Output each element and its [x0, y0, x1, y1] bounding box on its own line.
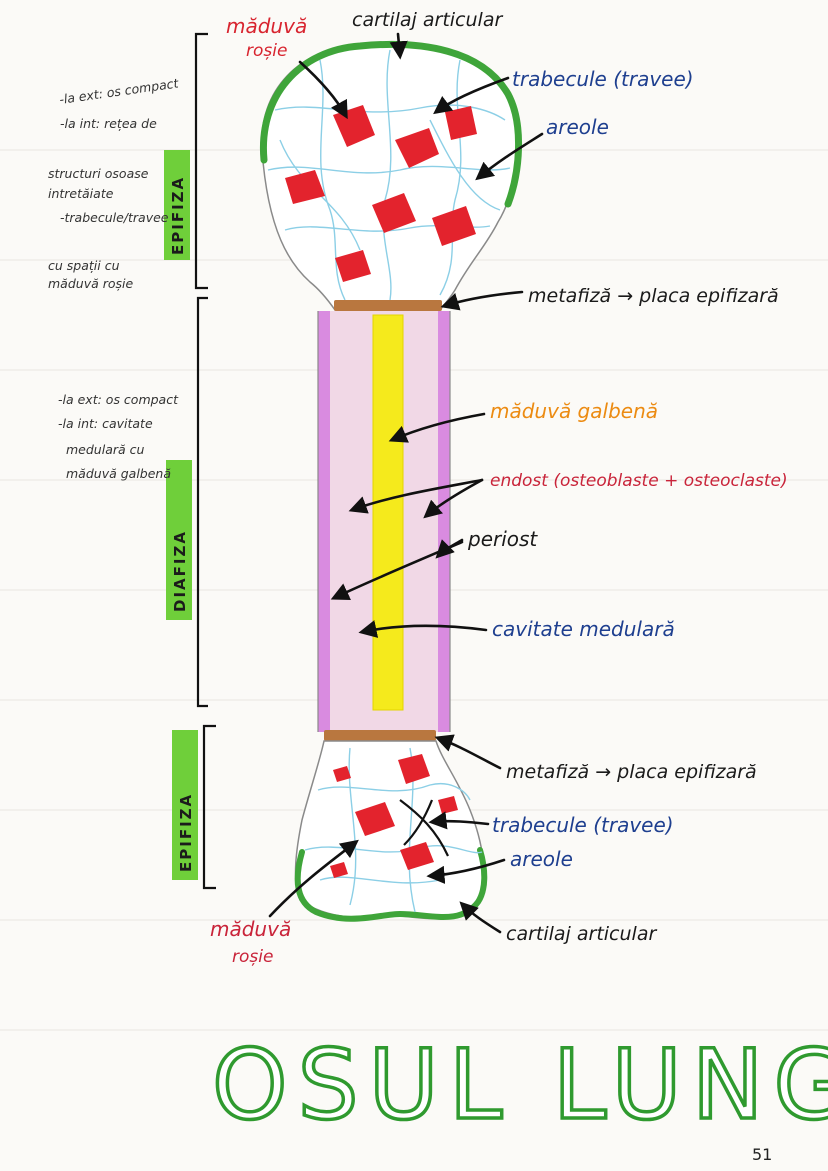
label-areole-top: areole	[546, 115, 609, 139]
top-cartilage	[259, 40, 523, 208]
label-cartilage-top: cartilaj articular	[352, 9, 503, 31]
top-trabeculae	[267, 49, 511, 301]
page-number: 51	[752, 1145, 772, 1164]
diaphysis-tag: DIAFIZA	[171, 530, 189, 612]
label-medullary-cavity: cavitate medulară	[492, 617, 675, 641]
bottom-growth-plate	[324, 730, 436, 741]
label-red-marrow-top-1: măduvă	[226, 14, 307, 38]
label-red-marrow-bottom-1: măduvă	[210, 917, 291, 941]
label-metaphysis-bottom: metafiză → placa epifizară	[506, 761, 757, 783]
diaphysis-note-4: măduvă galbenă	[66, 466, 171, 481]
label-periost: periost	[467, 527, 538, 551]
bottom-epiphysis-bracket	[202, 724, 216, 890]
diaphysis-note-3: medulară cu	[66, 442, 145, 457]
yellow-marrow	[372, 314, 404, 711]
label-trabecule-top: trabecule (travee)	[512, 67, 694, 91]
top-epiphysis-bracket	[194, 32, 208, 290]
top-epiphysis-note-5: -trabecule/travee	[60, 210, 169, 225]
top-epiphysis-section: EPIFIZA -la ext: os compact -la int: reț…	[48, 32, 208, 291]
label-metaphysis-top: metafiză → placa epifizară	[528, 285, 779, 307]
bottom-epiphysis	[294, 740, 485, 920]
label-yellow-marrow: măduvă galbenă	[490, 399, 658, 423]
bottom-cartilage	[294, 847, 488, 922]
top-epiphysis-note-4: intretăiate	[48, 186, 114, 201]
label-red-marrow-bottom-2: roșie	[232, 947, 273, 967]
bone	[259, 40, 523, 922]
top-red-marrow	[285, 105, 477, 282]
diaphysis-note-2: -la int: cavitate	[58, 416, 153, 431]
top-growth-plate	[334, 300, 442, 311]
label-trabecule-bottom: trabecule (travee)	[492, 813, 674, 837]
top-epiphysis-note-1: -la ext: os compact	[58, 75, 180, 107]
periosteum-right	[438, 311, 450, 732]
page-title: OSUL LUNG	[212, 1029, 828, 1141]
top-epiphysis-note-7: măduvă roșie	[48, 276, 133, 291]
label-endost: endost (osteoblaste + osteoclaste)	[490, 471, 788, 491]
top-epiphysis-note-3: structuri osoase	[48, 166, 149, 181]
diaphysis-bracket	[196, 296, 208, 708]
bottom-epiphysis-tag: EPIFIZA	[177, 793, 195, 872]
diaphysis-note-1: -la ext: os compact	[58, 392, 179, 407]
top-epiphysis-note-6: cu spații cu	[48, 258, 120, 273]
label-cartilage-bottom: cartilaj articular	[506, 923, 657, 945]
label-areole-bottom: areole	[510, 847, 573, 871]
top-epiphysis-tag: EPIFIZA	[169, 176, 187, 255]
bottom-epiphysis-section: EPIFIZA	[172, 724, 216, 890]
periosteum-left	[318, 311, 330, 732]
top-epiphysis-note-2: -la int: rețea de	[60, 116, 157, 131]
bottom-red-marrow	[330, 754, 458, 878]
label-red-marrow-top-2: roșie	[246, 41, 287, 61]
diaphysis-section: DIAFIZA -la ext: os compact -la int: cav…	[58, 296, 208, 708]
labels: măduvă roșie cartilaj articular trabecul…	[210, 9, 788, 967]
